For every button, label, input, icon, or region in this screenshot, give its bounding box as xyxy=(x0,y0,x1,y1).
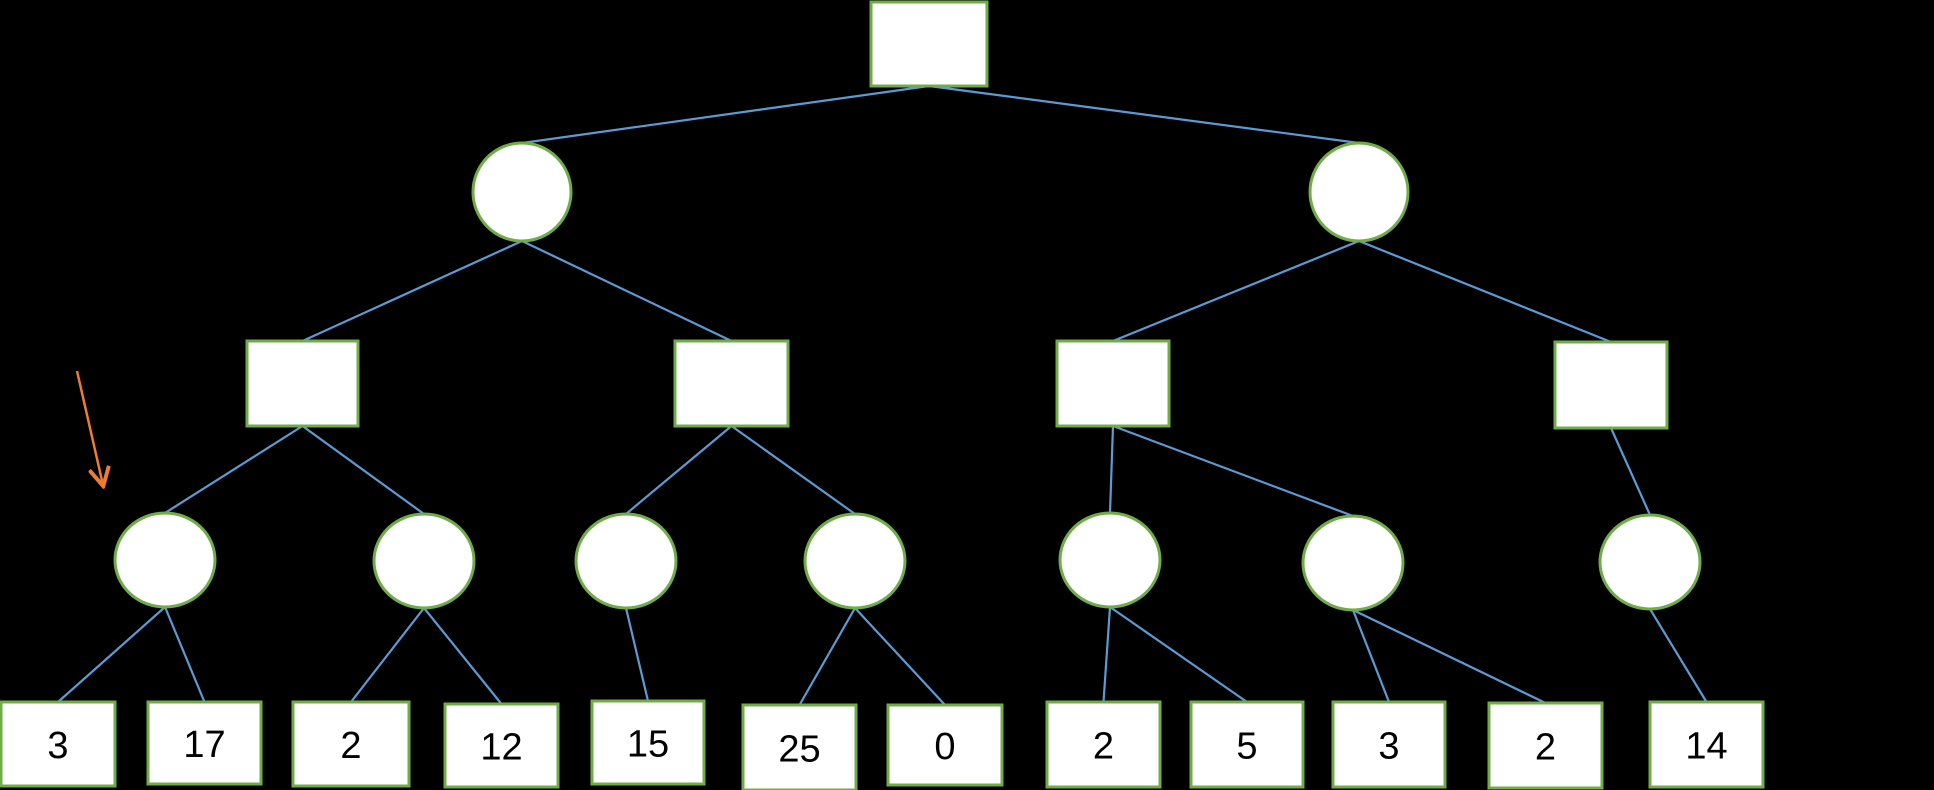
tree-edge-min-3-leaf-5 xyxy=(624,607,650,702)
tree-edge-min-left-max-1 xyxy=(302,239,523,343)
tree-node-leaf-7 xyxy=(886,703,1004,787)
node-label-leaf-4: 12 xyxy=(480,727,522,769)
tree-node-min-left xyxy=(471,141,573,243)
tree-node-leaf-1 xyxy=(0,700,117,788)
tree-node-min-5 xyxy=(1058,511,1162,609)
tree-edge-min-7-leaf-12 xyxy=(1649,608,1708,703)
tree-node-leaf-9 xyxy=(1189,700,1305,789)
tree-node-min-6 xyxy=(1301,514,1405,612)
tree-node-max-2 xyxy=(673,339,790,428)
tree-node-max-4 xyxy=(1553,340,1669,430)
tree-edge-min-4-leaf-7 xyxy=(854,607,946,706)
tree-node-min-1 xyxy=(113,511,217,609)
node-label-leaf-12: 14 xyxy=(1685,726,1727,768)
tree-node-root xyxy=(869,0,989,88)
tree-edge-max-4-min-7 xyxy=(1609,427,1652,516)
tree-edge-min-left-max-2 xyxy=(521,240,732,342)
tree-node-leaf-6 xyxy=(741,703,858,790)
tree-node-leaf-3 xyxy=(291,700,411,788)
tree-edge-min-5-leaf-8 xyxy=(1102,606,1112,703)
tree-node-min-right xyxy=(1308,141,1410,243)
tree-edge-min-right-max-3 xyxy=(1112,239,1360,343)
tree-node-min-2 xyxy=(372,512,476,610)
tree-edge-max-2-min-4 xyxy=(730,425,856,515)
tree-edge-min-1-leaf-2 xyxy=(163,606,206,703)
tree-edge-min-2-leaf-4 xyxy=(423,607,503,705)
node-label-leaf-3: 2 xyxy=(340,725,361,767)
tree-edge-min-right-max-4 xyxy=(1358,239,1612,344)
tree-edge-min-5-leaf-9 xyxy=(1109,606,1248,703)
tree-edge-root-min-right xyxy=(928,84,1360,145)
node-label-leaf-9: 5 xyxy=(1236,726,1257,768)
node-label-leaf-10: 3 xyxy=(1378,726,1399,768)
tree-node-leaf-8 xyxy=(1045,700,1162,789)
node-label-leaf-11: 2 xyxy=(1535,727,1556,769)
annotation-arrow-icon xyxy=(75,370,103,485)
node-label-leaf-8: 2 xyxy=(1093,726,1114,768)
tree-node-min-7 xyxy=(1598,513,1702,611)
tree-edge-max-1-min-2 xyxy=(301,425,425,515)
tree-edge-max-2-min-3 xyxy=(625,425,733,515)
tree-node-leaf-4 xyxy=(443,702,560,789)
tree-node-min-4 xyxy=(803,512,907,610)
node-label-leaf-6: 25 xyxy=(778,729,820,771)
tree-node-min-3 xyxy=(574,512,678,610)
tree-edge-max-3-min-5 xyxy=(1108,425,1115,514)
tree-edge-min-6-leaf-11 xyxy=(1352,609,1546,704)
tree-edge-max-3-min-6 xyxy=(1112,424,1354,518)
node-label-leaf-2: 17 xyxy=(183,724,225,766)
node-label-leaf-7: 0 xyxy=(934,726,955,768)
tree-edge-min-4-leaf-6 xyxy=(798,607,856,706)
tree-edge-root-min-left xyxy=(521,84,930,145)
node-label-leaf-5: 15 xyxy=(627,724,669,766)
tree-node-leaf-5 xyxy=(590,699,706,786)
tree-node-leaf-12 xyxy=(1648,700,1765,789)
tree-node-leaf-10 xyxy=(1331,700,1447,789)
tree-node-max-3 xyxy=(1055,339,1171,428)
tree-edge-min-6-leaf-10 xyxy=(1351,609,1391,703)
tree-node-leaf-11 xyxy=(1487,701,1604,790)
tree-edge-max-1-min-1 xyxy=(164,425,304,514)
tree-edge-min-1-leaf-1 xyxy=(57,606,166,703)
tree-node-max-1 xyxy=(245,339,360,428)
node-label-leaf-1: 3 xyxy=(47,725,68,767)
tree-node-leaf-2 xyxy=(146,700,263,786)
tree-edge-min-2-leaf-3 xyxy=(350,607,425,703)
